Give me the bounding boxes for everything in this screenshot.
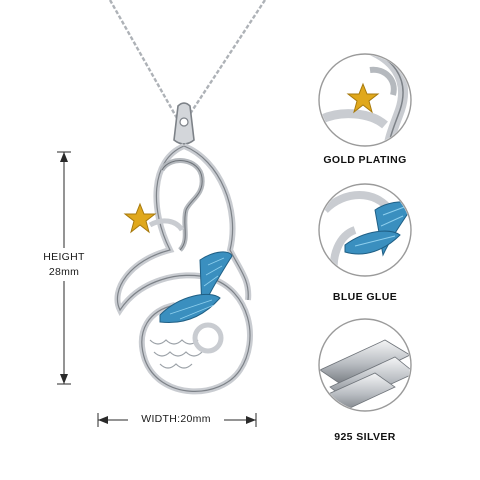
gold-plating-detail-image <box>318 53 412 147</box>
gold-plating-label: GOLD PLATING <box>323 154 407 166</box>
height-label-box: HEIGHT 28mm <box>32 248 96 281</box>
height-label: HEIGHT <box>43 251 85 263</box>
925-silver-label: 925 SILVER <box>334 431 396 443</box>
mermaid-pendant <box>114 102 253 395</box>
blue-glue-detail-image <box>318 183 412 277</box>
height-value: 28mm <box>48 266 80 278</box>
blue-glue-label: BLUE GLUE <box>332 291 398 303</box>
width-label: WIDTH:20mm <box>128 413 224 425</box>
silver-bars-detail-image <box>318 318 412 412</box>
